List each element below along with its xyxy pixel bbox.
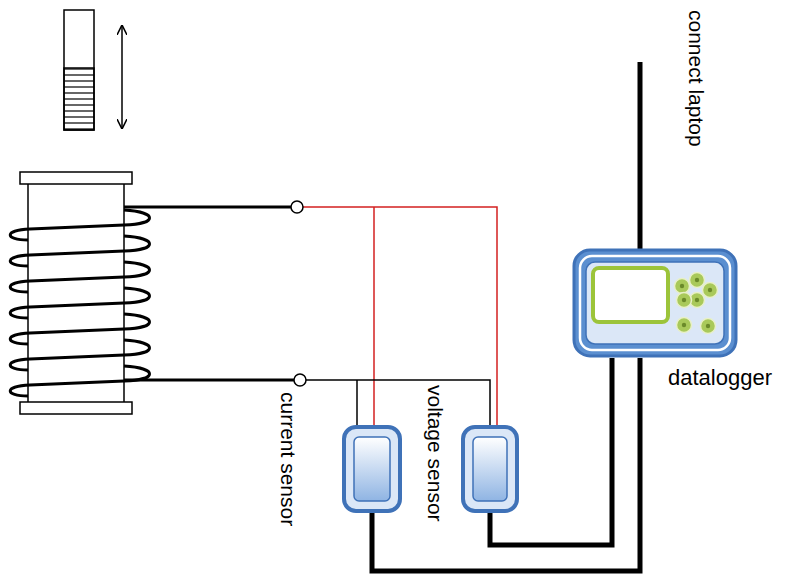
sensor-box: voltage sensor (461, 425, 519, 513)
cable-label: connect laptop (684, 10, 708, 147)
node-label: current sensor (276, 392, 300, 526)
node-label: datalogger (668, 366, 772, 390)
terminal (291, 201, 303, 213)
sensor-shape (461, 425, 519, 513)
coil-winding (10, 210, 149, 396)
coil-former (20, 172, 132, 414)
sensor-shape (342, 425, 402, 513)
terminal (294, 374, 306, 386)
bar-magnet (64, 10, 94, 130)
node-label: voltage sensor (423, 385, 447, 522)
signal-cable (372, 358, 640, 571)
datalogger-device: datalogger (572, 248, 738, 358)
laptop-cable (638, 62, 643, 250)
datalogger-shape (572, 248, 738, 358)
motion-arrow (121, 26, 123, 128)
sensor-box: current sensor (342, 425, 402, 513)
